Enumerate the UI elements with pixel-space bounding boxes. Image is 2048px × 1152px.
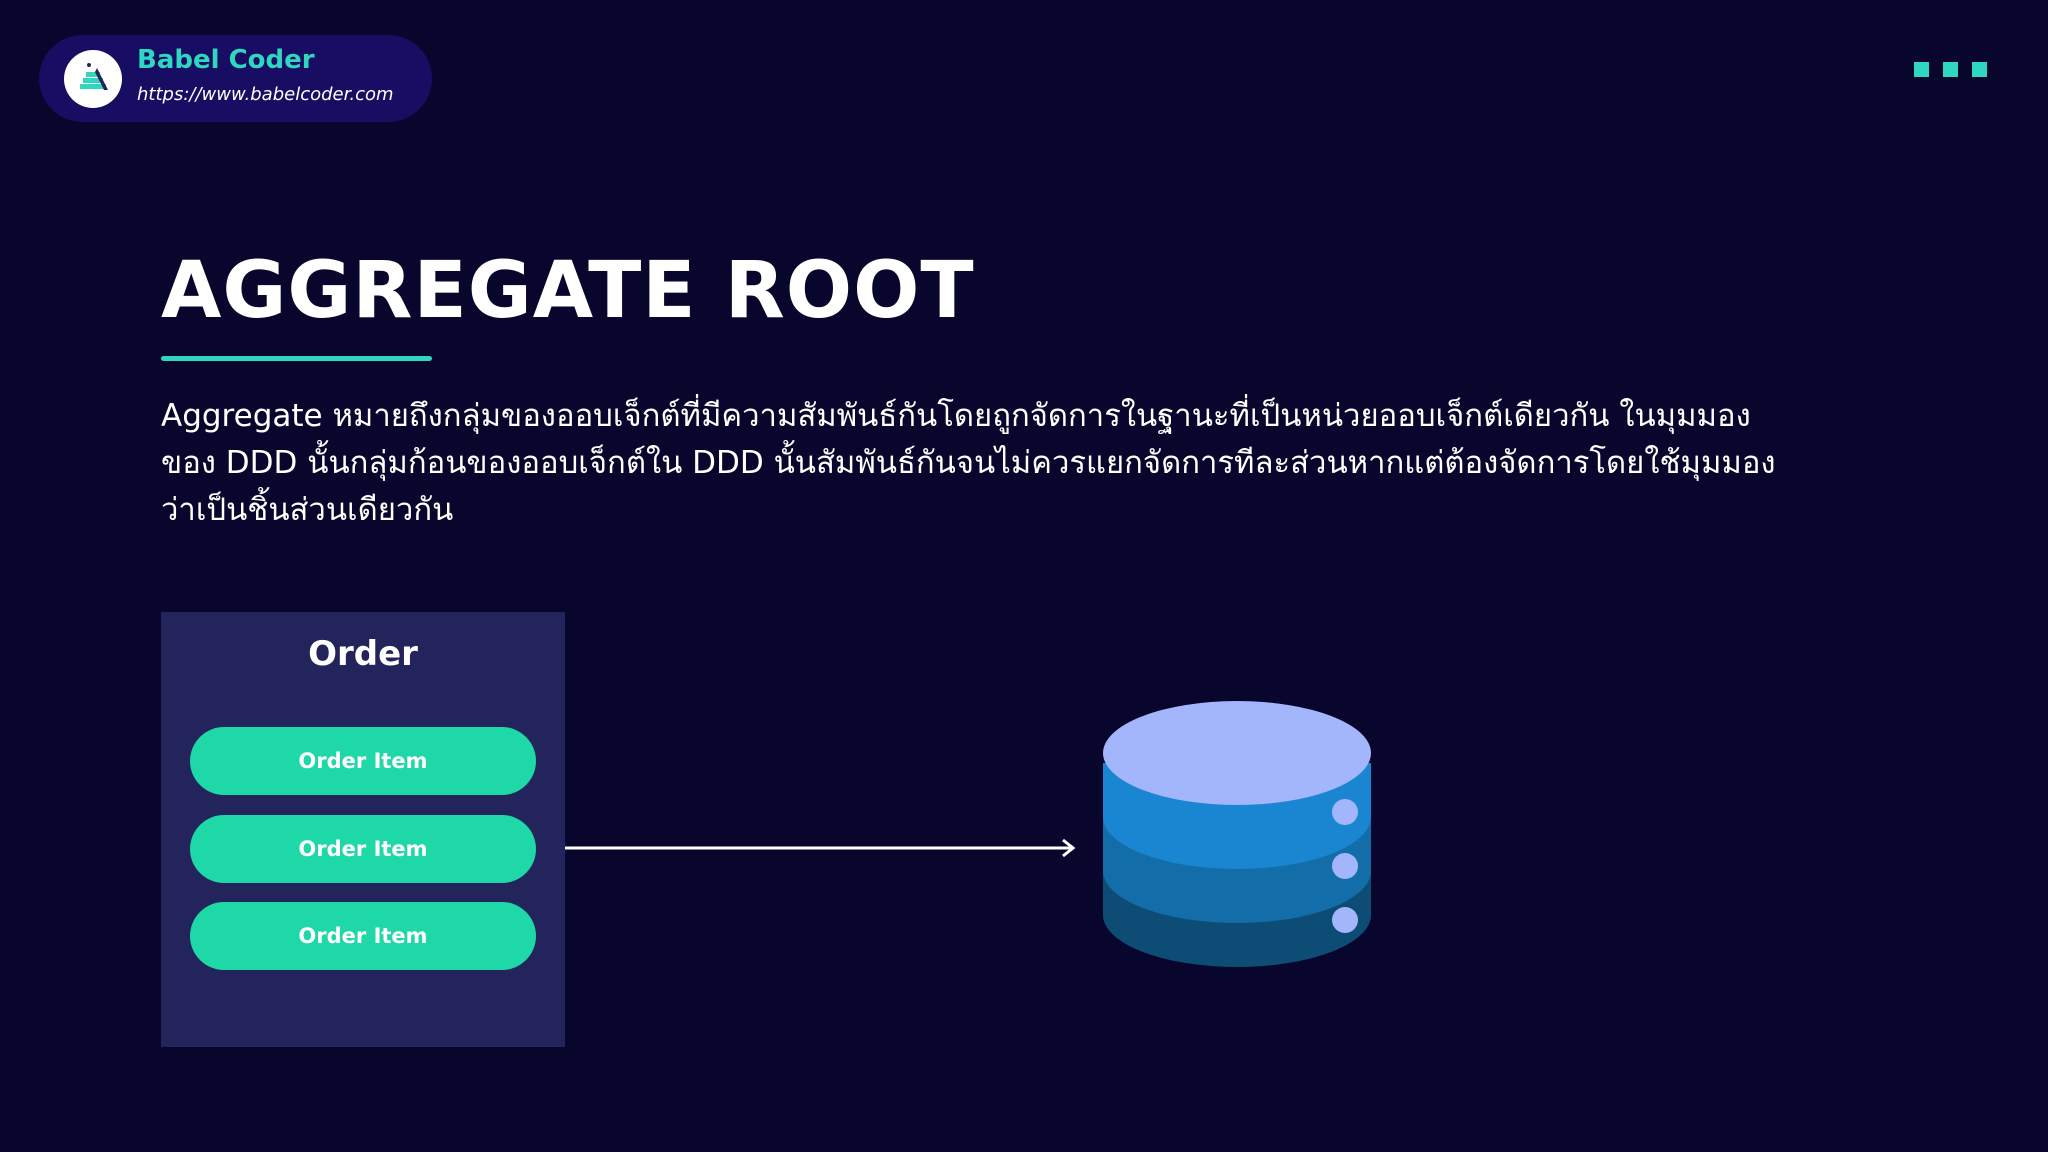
title-underline	[161, 356, 432, 361]
database-icon	[1103, 701, 1371, 967]
three-dots-menu-icon	[1914, 62, 1988, 78]
aggregate-title: Order	[308, 634, 418, 674]
arrow-right-icon	[565, 838, 1076, 858]
order-item-pill: Order Item	[190, 902, 536, 970]
brand-name: Babel Coder	[137, 45, 315, 75]
aggregate-box: Order Order Item Order Item Order Item	[161, 612, 565, 1047]
brand-header: Babel Coder https://www.babelcoder.com	[39, 35, 432, 122]
slide-description: Aggregate หมายถึงกลุ่มของออบเจ็กต์ที่มีค…	[161, 398, 1776, 528]
order-item-pill: Order Item	[190, 815, 536, 883]
babel-coder-logo	[64, 50, 122, 108]
brand-url[interactable]: https://www.babelcoder.com	[137, 84, 394, 105]
slide-title: AGGREGATE ROOT	[161, 246, 975, 336]
order-item-pill: Order Item	[190, 727, 536, 795]
